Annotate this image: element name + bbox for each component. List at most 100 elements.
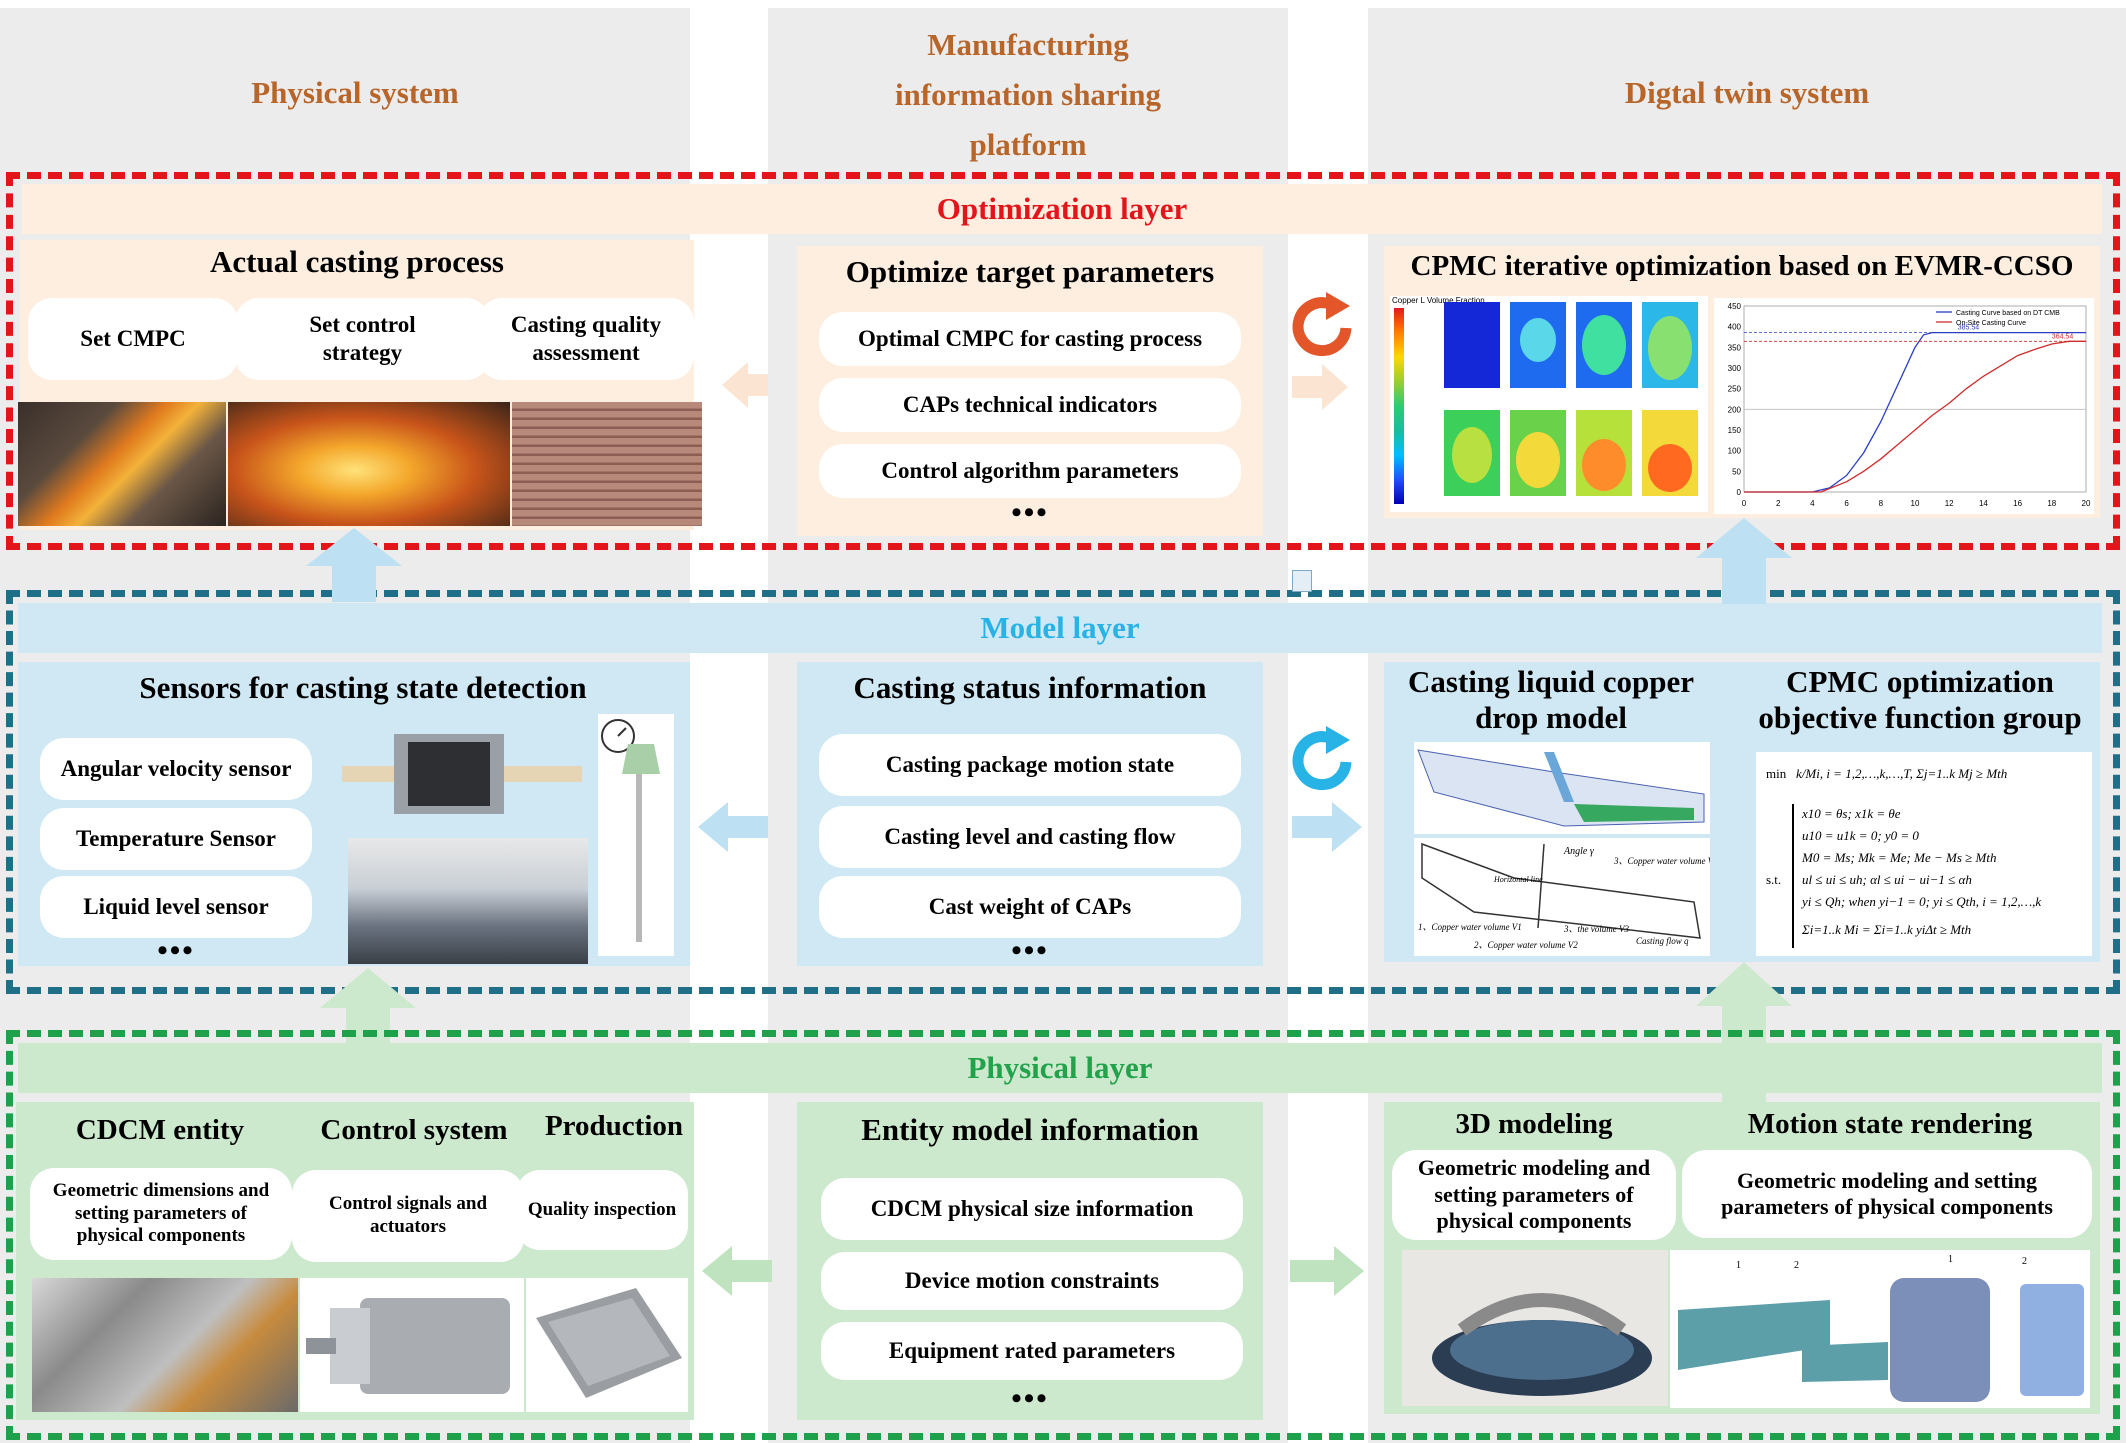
- ladle-middle-part: [1802, 1342, 1888, 1382]
- angular-velocity-pill: Angular velocity sensor: [40, 738, 312, 800]
- model-left-arrow: [698, 802, 768, 852]
- package-motion-pill: Casting package motion state: [819, 734, 1241, 796]
- opt-right-arrow-shape: [1292, 364, 1348, 410]
- model-refresh-icon: [1292, 726, 1352, 791]
- encoder-core: [408, 742, 490, 806]
- y-tick-label-8: 400: [1728, 323, 1742, 332]
- production-title: Production: [544, 1110, 684, 1142]
- casting-status-title: Casting status information: [853, 670, 1207, 705]
- rated-parameters-pill: Equipment rated parameters: [821, 1322, 1243, 1380]
- model-left-arrow-shape: [698, 802, 768, 852]
- chart-plot-frame: [1743, 305, 2087, 493]
- 3d-modeling-title: 3D modeling: [1455, 1108, 1613, 1140]
- objective-min-label: min: [1766, 766, 1787, 781]
- optimization-refresh-head: [1326, 292, 1350, 320]
- objective-line-4: M0 = Ms; Mk = Me; Me − Ms ≥ Mth: [1802, 850, 1997, 865]
- contour-blob-i: [1648, 444, 1692, 492]
- platform-title-line-2: information sharing: [894, 77, 1162, 112]
- physical-to-optimization-up-arrow: [306, 528, 402, 602]
- x-tick-label-1: 2: [1776, 499, 1781, 508]
- gauge-needle: [617, 727, 627, 737]
- sensors-title: Sensors for casting state detection: [139, 670, 587, 705]
- servo-motor-svg: [306, 1298, 510, 1394]
- objective-line-6: yi ≤ Qh; when yi−1 = 0; yi ≤ Qth, i = 1,…: [1802, 894, 2042, 909]
- y-tick-label-4: 200: [1728, 405, 1742, 414]
- contour-blob-g: [1516, 432, 1560, 488]
- set-cmpc-pill: Set CMPC: [28, 298, 238, 380]
- contour-row-1: [1444, 302, 1698, 388]
- digital-to-optimization-up-arrow: [1696, 518, 1792, 604]
- optimal-cmpc-pill: Optimal CMPC for casting process: [819, 312, 1241, 366]
- physical-to-model-up-arrow: [320, 968, 416, 1044]
- x-tick-label-9: 18: [2047, 499, 2056, 508]
- anode-casting-photo: [526, 1278, 688, 1412]
- model-right-arrow: [1292, 802, 1362, 852]
- motor-flange: [330, 1308, 370, 1384]
- annotation-peak-red: 364.54: [2052, 333, 2074, 340]
- objective-title: CPMC optimization objective function gro…: [1758, 664, 2082, 735]
- objective-line-2: x10 = θs; x1k = θe: [1802, 806, 1901, 821]
- drop-model-mesh-image: [1414, 742, 1710, 834]
- ladle-render-image: 1 2 1 2: [1670, 1250, 2090, 1408]
- anode-svg: [536, 1288, 682, 1398]
- level-gauge-svg: [601, 719, 660, 942]
- turntable-arc: [1457, 1293, 1627, 1336]
- objective-line-7: Σi=1..k Mi = Σi=1..k yiΔt ≥ Mth: [1802, 922, 1972, 937]
- motion-rendering-pill: Geometric modeling and setting parameter…: [1682, 1150, 2092, 1238]
- drop-model-title: Casting liquid copper drop model: [1408, 664, 1694, 735]
- contour-colorbar: [1394, 308, 1404, 504]
- cpmc-panel: CPMC iterative optimization based on EVM…: [1384, 246, 2100, 518]
- contour-row-2: [1444, 410, 1698, 496]
- optimization-layer-band: Optimization layer: [22, 184, 2102, 234]
- x-tick-label-4: 8: [1879, 499, 1884, 508]
- ladle-pouring-photo: [18, 402, 226, 526]
- diagram-horizontal-label: Horizontal line: [1493, 875, 1543, 884]
- model-right-arrow-shape: [1292, 802, 1362, 852]
- sensors-panel: Sensors for casting state detection Angu…: [18, 662, 690, 967]
- encoder-device-image: [342, 734, 582, 814]
- x-tick-label-3: 6: [1844, 499, 1849, 508]
- liquid-level-pill: Liquid level sensor: [40, 876, 312, 938]
- diagram-v2-label: 2、Copper water volume V2: [1474, 940, 1578, 950]
- legend-label-1: On-Site Casting Curve: [1956, 320, 2026, 327]
- digital-model-panel: Casting liquid copper drop model Angle γ…: [1384, 662, 2100, 962]
- platform-title-line-3: platform: [969, 127, 1087, 162]
- x-tick-label-8: 16: [2013, 499, 2022, 508]
- physical-entities-panel: CDCM entity Control system Production Ge…: [16, 1102, 694, 1420]
- part-number-4: 2: [2022, 1256, 2027, 1267]
- cdcm-geometric-pill: Geometric dimensions and setting paramet…: [30, 1168, 292, 1260]
- contour-blob-e: [1452, 427, 1492, 483]
- plant-floor-photo: [32, 1278, 298, 1412]
- caps-indicators-pill: CAPs technical indicators: [819, 378, 1241, 432]
- temperature-sensor-pill: Temperature Sensor: [40, 808, 312, 870]
- mesh-svg: [1417, 749, 1705, 827]
- x-tick-label-0: 0: [1742, 499, 1747, 508]
- optimize-target-panel: Optimize target parameters Optimal CMPC …: [797, 246, 1263, 536]
- physical-left-arrow: [702, 1246, 772, 1296]
- physical-left-arrow-shape: [702, 1246, 772, 1296]
- part-number-1: 1: [1736, 1260, 1741, 1271]
- anode-plates-photo: [512, 402, 702, 526]
- contour-grid: [1442, 300, 1704, 508]
- model-refresh-arc: [1292, 731, 1352, 791]
- servo-motor-photo: [300, 1278, 524, 1412]
- objective-line-3: u10 = u1k = 0; y0 = 0: [1802, 828, 1919, 843]
- 3d-modeling-pill: Geometric modeling and setting parameter…: [1392, 1150, 1676, 1240]
- anode-top: [548, 1298, 670, 1386]
- y-tick-label-0: 0: [1737, 488, 1742, 497]
- y-tick-label-3: 150: [1728, 426, 1742, 435]
- mesh-liquid: [1574, 804, 1694, 822]
- x-tick-label-7: 14: [1979, 499, 1988, 508]
- control-system-title: Control system: [320, 1114, 508, 1146]
- y-tick-label-2: 100: [1728, 447, 1742, 456]
- diagram-pour-line: [1537, 843, 1545, 929]
- annotation-peak-blue: 385.54: [1958, 325, 1980, 332]
- cdcm-title: CDCM entity: [75, 1114, 245, 1146]
- model-layer-band: Model layer: [18, 603, 2102, 653]
- sensors-more-dots: •••: [157, 934, 195, 967]
- objective-line-5: ul ≤ ui ≤ uh; αl ≤ ui − ui−1 ≤ αh: [1802, 872, 1972, 887]
- platform-title: Manufacturing information sharing platfo…: [768, 20, 1288, 170]
- optimization-refresh-arc: [1292, 297, 1352, 357]
- drop-model-diagram-image: Angle γ 3、Copper water volume V4 1、Coppe…: [1414, 838, 1718, 956]
